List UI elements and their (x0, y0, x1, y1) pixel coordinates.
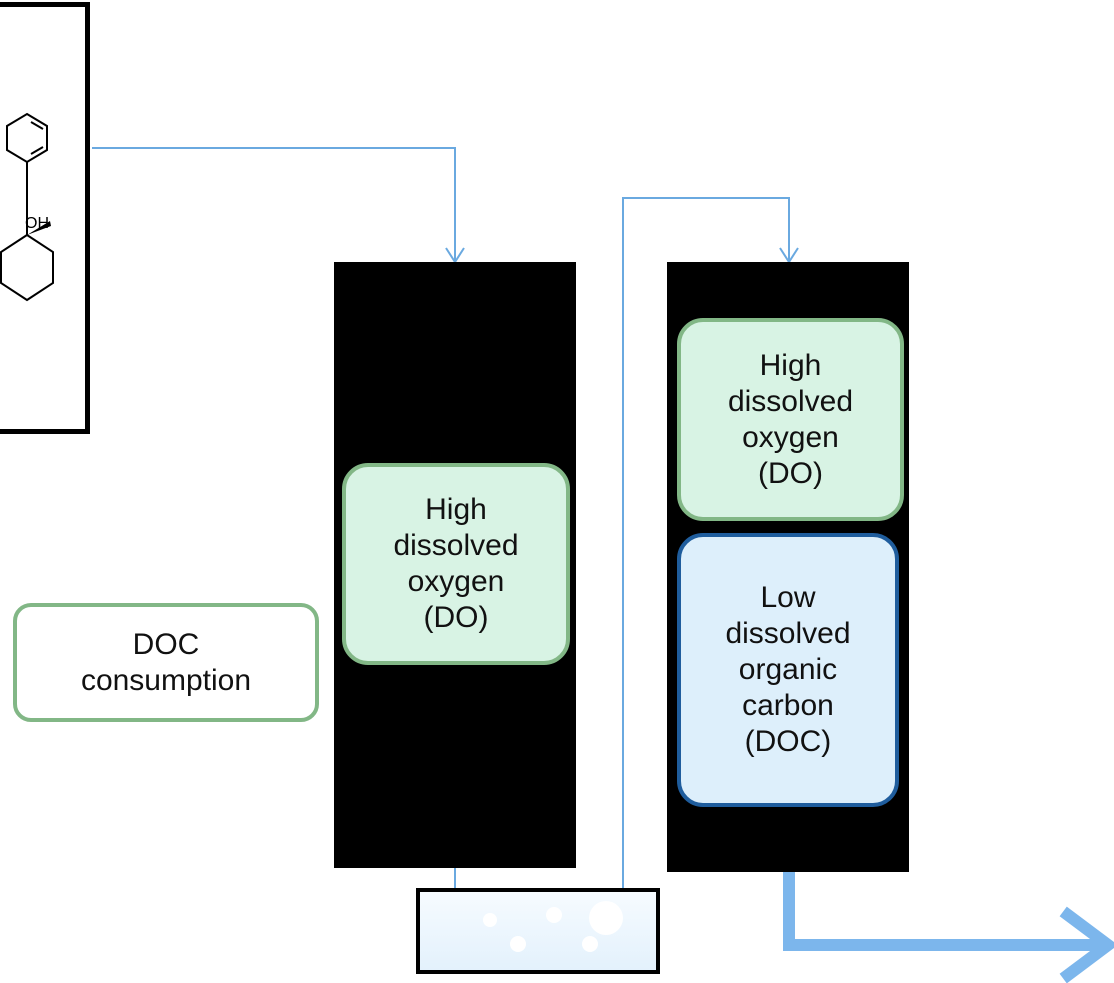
column2-high-do-box: High dissolved oxygen (DO) (677, 318, 904, 521)
column2-low-doc-label: Low dissolved organic carbon (DOC) (725, 581, 851, 758)
column2-high-do-label: High dissolved oxygen (DO) (727, 348, 854, 490)
doc-consumption-box: DOC consumption (13, 603, 319, 722)
column1-high-do-box: High dissolved oxygen (DO) (342, 463, 570, 665)
compound-box: OH (0, 2, 90, 434)
column1-high-do-label: High dissolved oxygen (DO) (393, 493, 519, 634)
recycle-line (622, 197, 790, 890)
bubbles-icon (483, 901, 623, 952)
hydroxyl-label: OH (25, 215, 49, 232)
chemical-structure-icon (0, 112, 54, 302)
outflow-arrowhead (1059, 906, 1114, 983)
outflow-arrow (783, 872, 1100, 951)
doc-consumption-label: DOC consumption (80, 627, 252, 697)
feed-line (92, 147, 456, 262)
aerator-tank (416, 888, 660, 974)
column2-low-doc-box: Low dissolved organic carbon (DOC) (677, 533, 899, 807)
